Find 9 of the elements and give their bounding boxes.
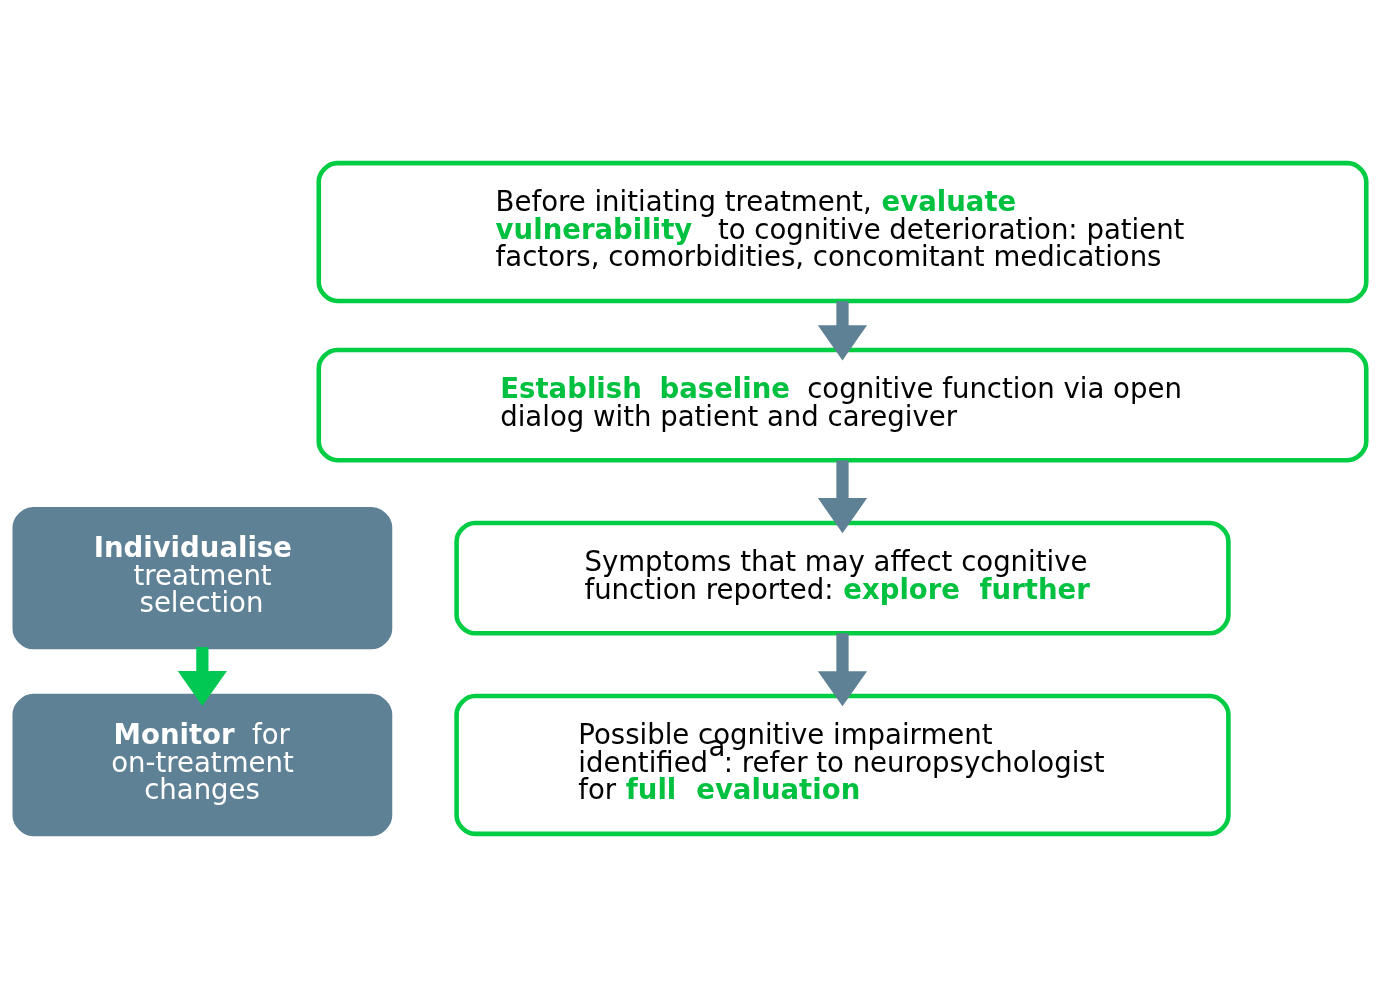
- node-box: Symptoms that may affect cognitive function reported: explore further: [454, 520, 1231, 636]
- arrow: [177, 646, 227, 706]
- arrow: [817, 300, 868, 360]
- node-box: Before initiating treatment, evaluate vulnerability to cognitive deterioration: patient factors, comorbidities, concomitant medications: [316, 160, 1369, 303]
- node-box: Establish baseline cognitive function via open dialog with patient and caregiver: [316, 347, 1369, 462]
- arrow: [817, 459, 868, 533]
- arrow: [817, 632, 868, 706]
- node-box: Monitor for on-treatment changes: [12, 693, 393, 836]
- node-box: Individualise treatment selection: [12, 506, 393, 649]
